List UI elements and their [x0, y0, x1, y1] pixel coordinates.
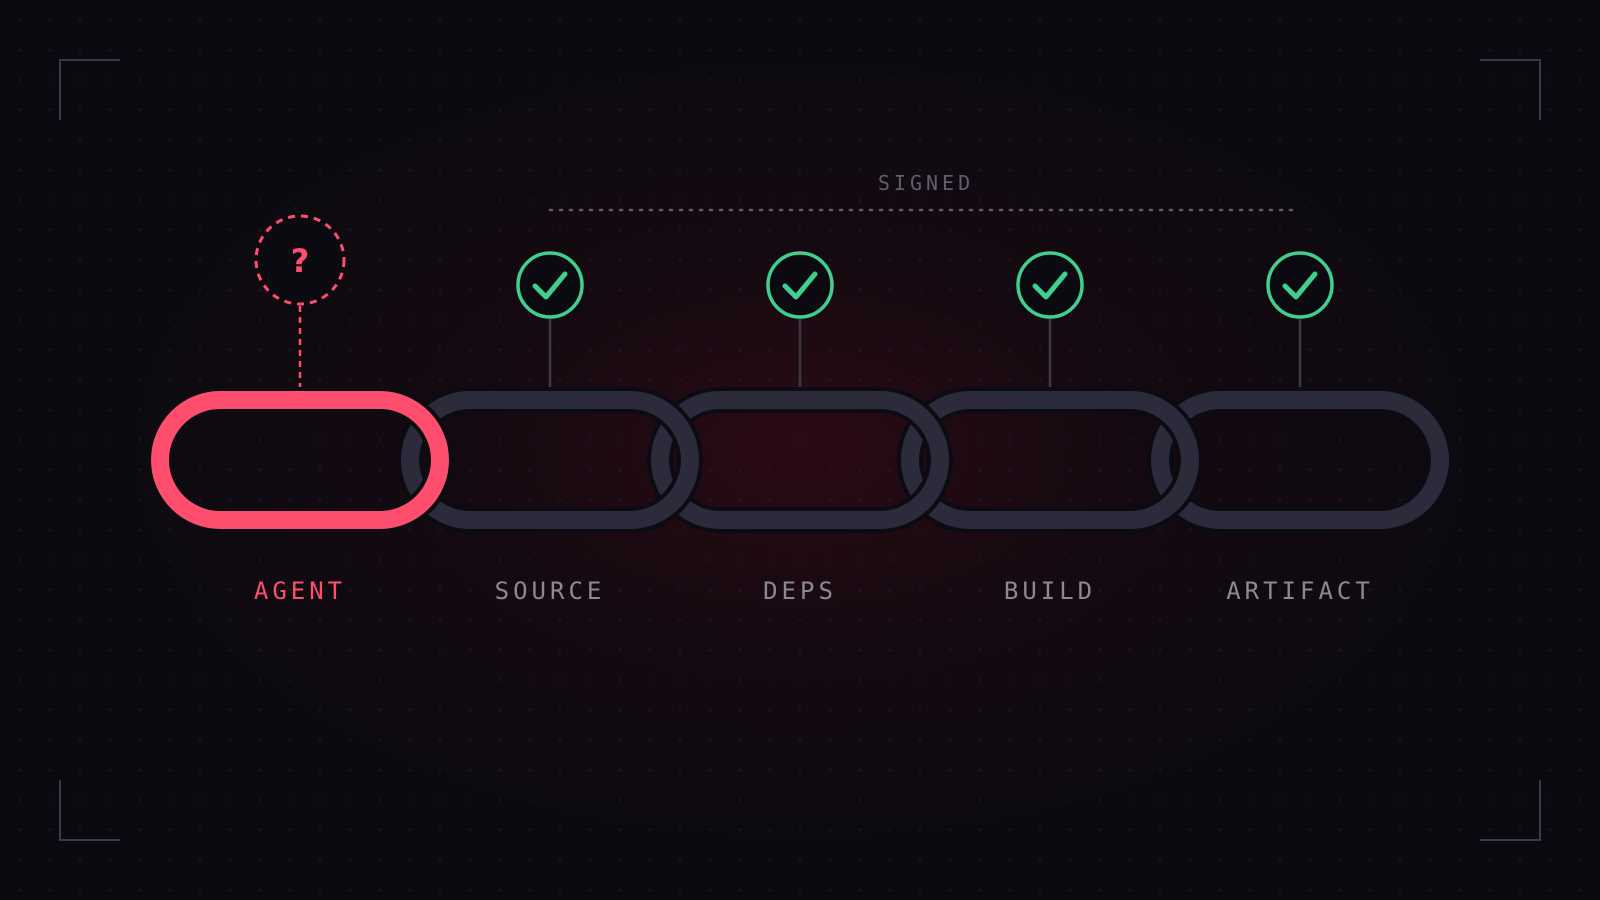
- checkmark-icon-tick: [1282, 271, 1318, 300]
- question-icon-glyph: ?: [291, 242, 310, 280]
- question-icon: ?: [254, 214, 346, 306]
- status-connectors: [298, 306, 1302, 387]
- chain-link-ring: [651, 391, 949, 529]
- checkmark-icon-tick: [782, 271, 818, 300]
- frame-corner-bottom-left: [59, 780, 120, 841]
- chain-link-build: [897, 387, 1203, 533]
- checkmark-icon: [766, 251, 834, 319]
- frame-corner-bottom-right: [1480, 780, 1541, 841]
- checkmark-icon: [1016, 251, 1084, 319]
- checkmark-icon-ring: [516, 251, 584, 319]
- status-icons: ?: [254, 214, 1334, 319]
- chain-link-ring: [1151, 391, 1449, 529]
- checkmark-icon: [1266, 251, 1334, 319]
- signed-label: SIGNED: [878, 171, 974, 195]
- checkmark-icon-ring: [1266, 251, 1334, 319]
- checkmark-icon-tick: [1032, 271, 1068, 300]
- chain: [147, 387, 1453, 533]
- checkmark-icon: [516, 251, 584, 319]
- chain-link-ring: [401, 391, 699, 529]
- frame-corners: [59, 59, 1541, 841]
- chain-link-ring: [151, 391, 449, 529]
- chain-link-artifact: [1147, 387, 1453, 533]
- checkmark-icon-ring: [766, 251, 834, 319]
- link-label-source: SOURCE: [495, 577, 606, 605]
- link-label-artifact: ARTIFACT: [1226, 577, 1374, 605]
- chain-link-ring: [901, 391, 1199, 529]
- link-label-build: BUILD: [1004, 577, 1096, 605]
- link-label-agent: AGENT: [254, 577, 346, 605]
- frame-corner-top-left: [59, 59, 120, 120]
- link-label-deps: DEPS: [763, 577, 837, 605]
- chain-link-agent: [147, 387, 453, 533]
- question-icon-ring: [254, 214, 346, 306]
- frame-corner-top-right: [1480, 59, 1541, 120]
- checkmark-icon-tick: [532, 271, 568, 300]
- chain-link-deps: [647, 387, 953, 533]
- chain-link-source: [397, 387, 703, 533]
- checkmark-icon-ring: [1016, 251, 1084, 319]
